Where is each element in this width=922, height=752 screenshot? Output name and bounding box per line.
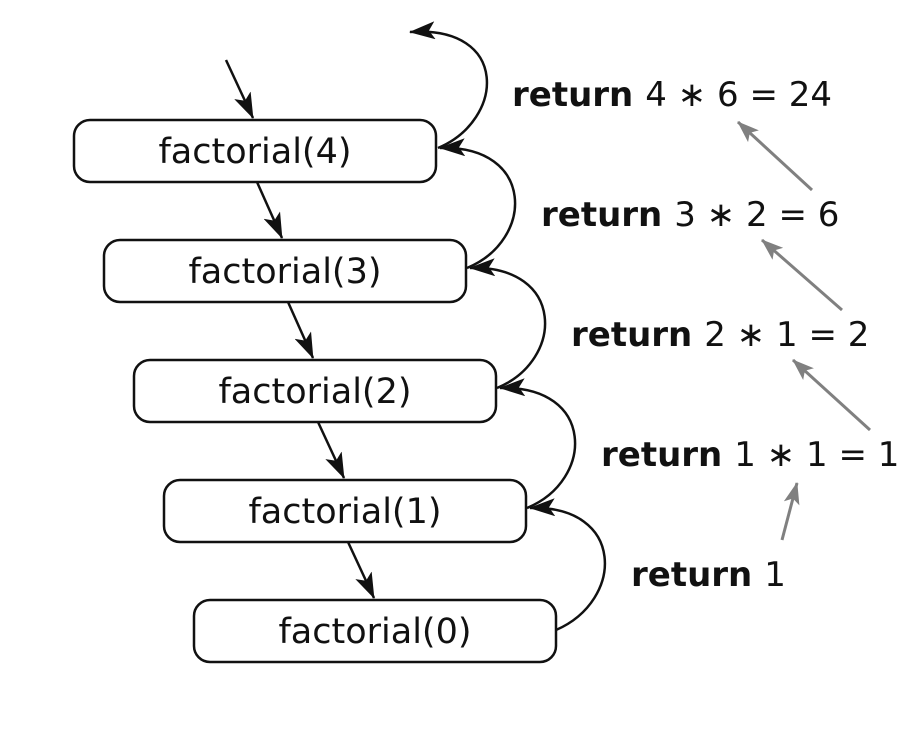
return-expression: 1 ∗ 1 = 1: [734, 435, 899, 475]
return-label-4: return 4 ∗ 6 = 24: [512, 75, 832, 115]
return-expression: 4 ∗ 6 = 24: [645, 75, 832, 115]
call-box-factorial-3: factorial(3): [102, 238, 468, 304]
return-curve-1-to-2: [499, 378, 577, 510]
value-arrow-1: [791, 358, 872, 432]
call-box-factorial-1: factorial(1): [162, 478, 528, 544]
call-label: factorial(0): [278, 612, 471, 652]
return-keyword: return: [631, 555, 752, 595]
call-label: factorial(1): [248, 492, 441, 532]
return-expression: 3 ∗ 2 = 6: [674, 195, 839, 235]
return-keyword: return: [571, 315, 692, 355]
call-box-factorial-4: factorial(4): [72, 118, 438, 184]
return-keyword: return: [541, 195, 662, 235]
return-keyword: return: [512, 75, 633, 115]
call-arrow-1-to-0: [346, 541, 376, 599]
call-box-factorial-2: factorial(2): [132, 358, 498, 424]
call-arrow-2-to-1: [316, 421, 346, 479]
value-arrow-0: [780, 482, 800, 541]
value-arrow-2: [761, 238, 843, 312]
return-expression: 2 ∗ 1 = 2: [704, 315, 869, 355]
return-curve-0-to-1: [529, 498, 607, 632]
return-label-2: return 2 ∗ 1 = 2: [571, 315, 869, 355]
return-curves: [409, 21, 607, 632]
return-curve-3-to-4: [439, 138, 517, 270]
final-return-curve: [409, 21, 489, 150]
return-label-0: return 1: [631, 555, 786, 595]
call-box-factorial-0: factorial(0): [192, 598, 558, 664]
value-arrow-3: [736, 120, 814, 192]
return-curve-2-to-3: [469, 258, 547, 390]
call-label: factorial(3): [188, 252, 381, 292]
call-arrow-3-to-2: [286, 301, 315, 359]
entry-call-arrow: [224, 59, 255, 119]
call-label: factorial(4): [158, 132, 351, 172]
call-label: factorial(2): [218, 372, 411, 412]
return-keyword: return: [601, 435, 722, 475]
value-arrows: [736, 120, 872, 541]
call-arrows: [224, 59, 376, 599]
return-label-3: return 3 ∗ 2 = 6: [541, 195, 839, 235]
return-expression: 1: [764, 555, 786, 595]
call-arrow-4-to-3: [255, 181, 284, 239]
return-label-1: return 1 ∗ 1 = 1: [601, 435, 899, 475]
